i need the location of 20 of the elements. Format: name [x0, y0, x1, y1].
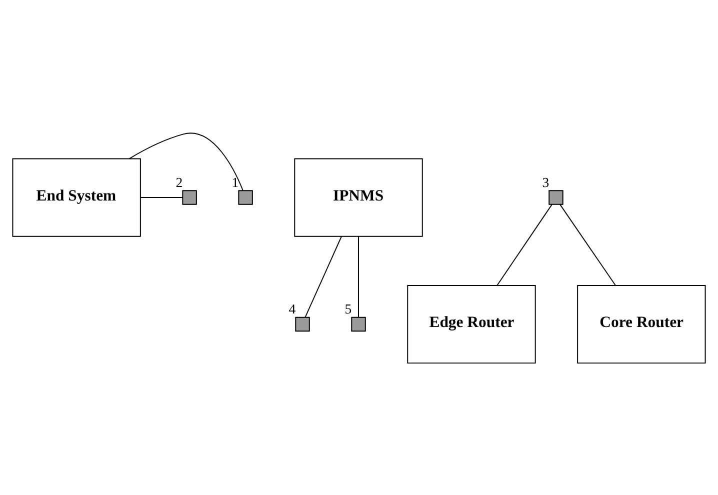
node-label: 5 — [344, 301, 352, 316]
node-box — [182, 190, 197, 204]
connector — [304, 236, 342, 318]
node-box — [351, 316, 366, 332]
node-box: End System — [12, 158, 141, 236]
connector — [496, 204, 552, 286]
node-box: Edge Router — [407, 284, 536, 364]
node-box — [295, 316, 310, 332]
node-label: 3 — [542, 174, 550, 190]
node-box: Core Router — [577, 284, 706, 364]
node-box: IPNMS — [294, 158, 423, 236]
connector — [140, 196, 184, 198]
connector — [128, 132, 244, 191]
node-label: 2 — [176, 174, 183, 190]
node-label: 4 — [288, 301, 296, 316]
node-box — [548, 190, 564, 204]
connector — [358, 236, 359, 318]
connector — [560, 204, 616, 286]
node-label: 1 — [232, 174, 239, 190]
node-box — [238, 190, 253, 204]
